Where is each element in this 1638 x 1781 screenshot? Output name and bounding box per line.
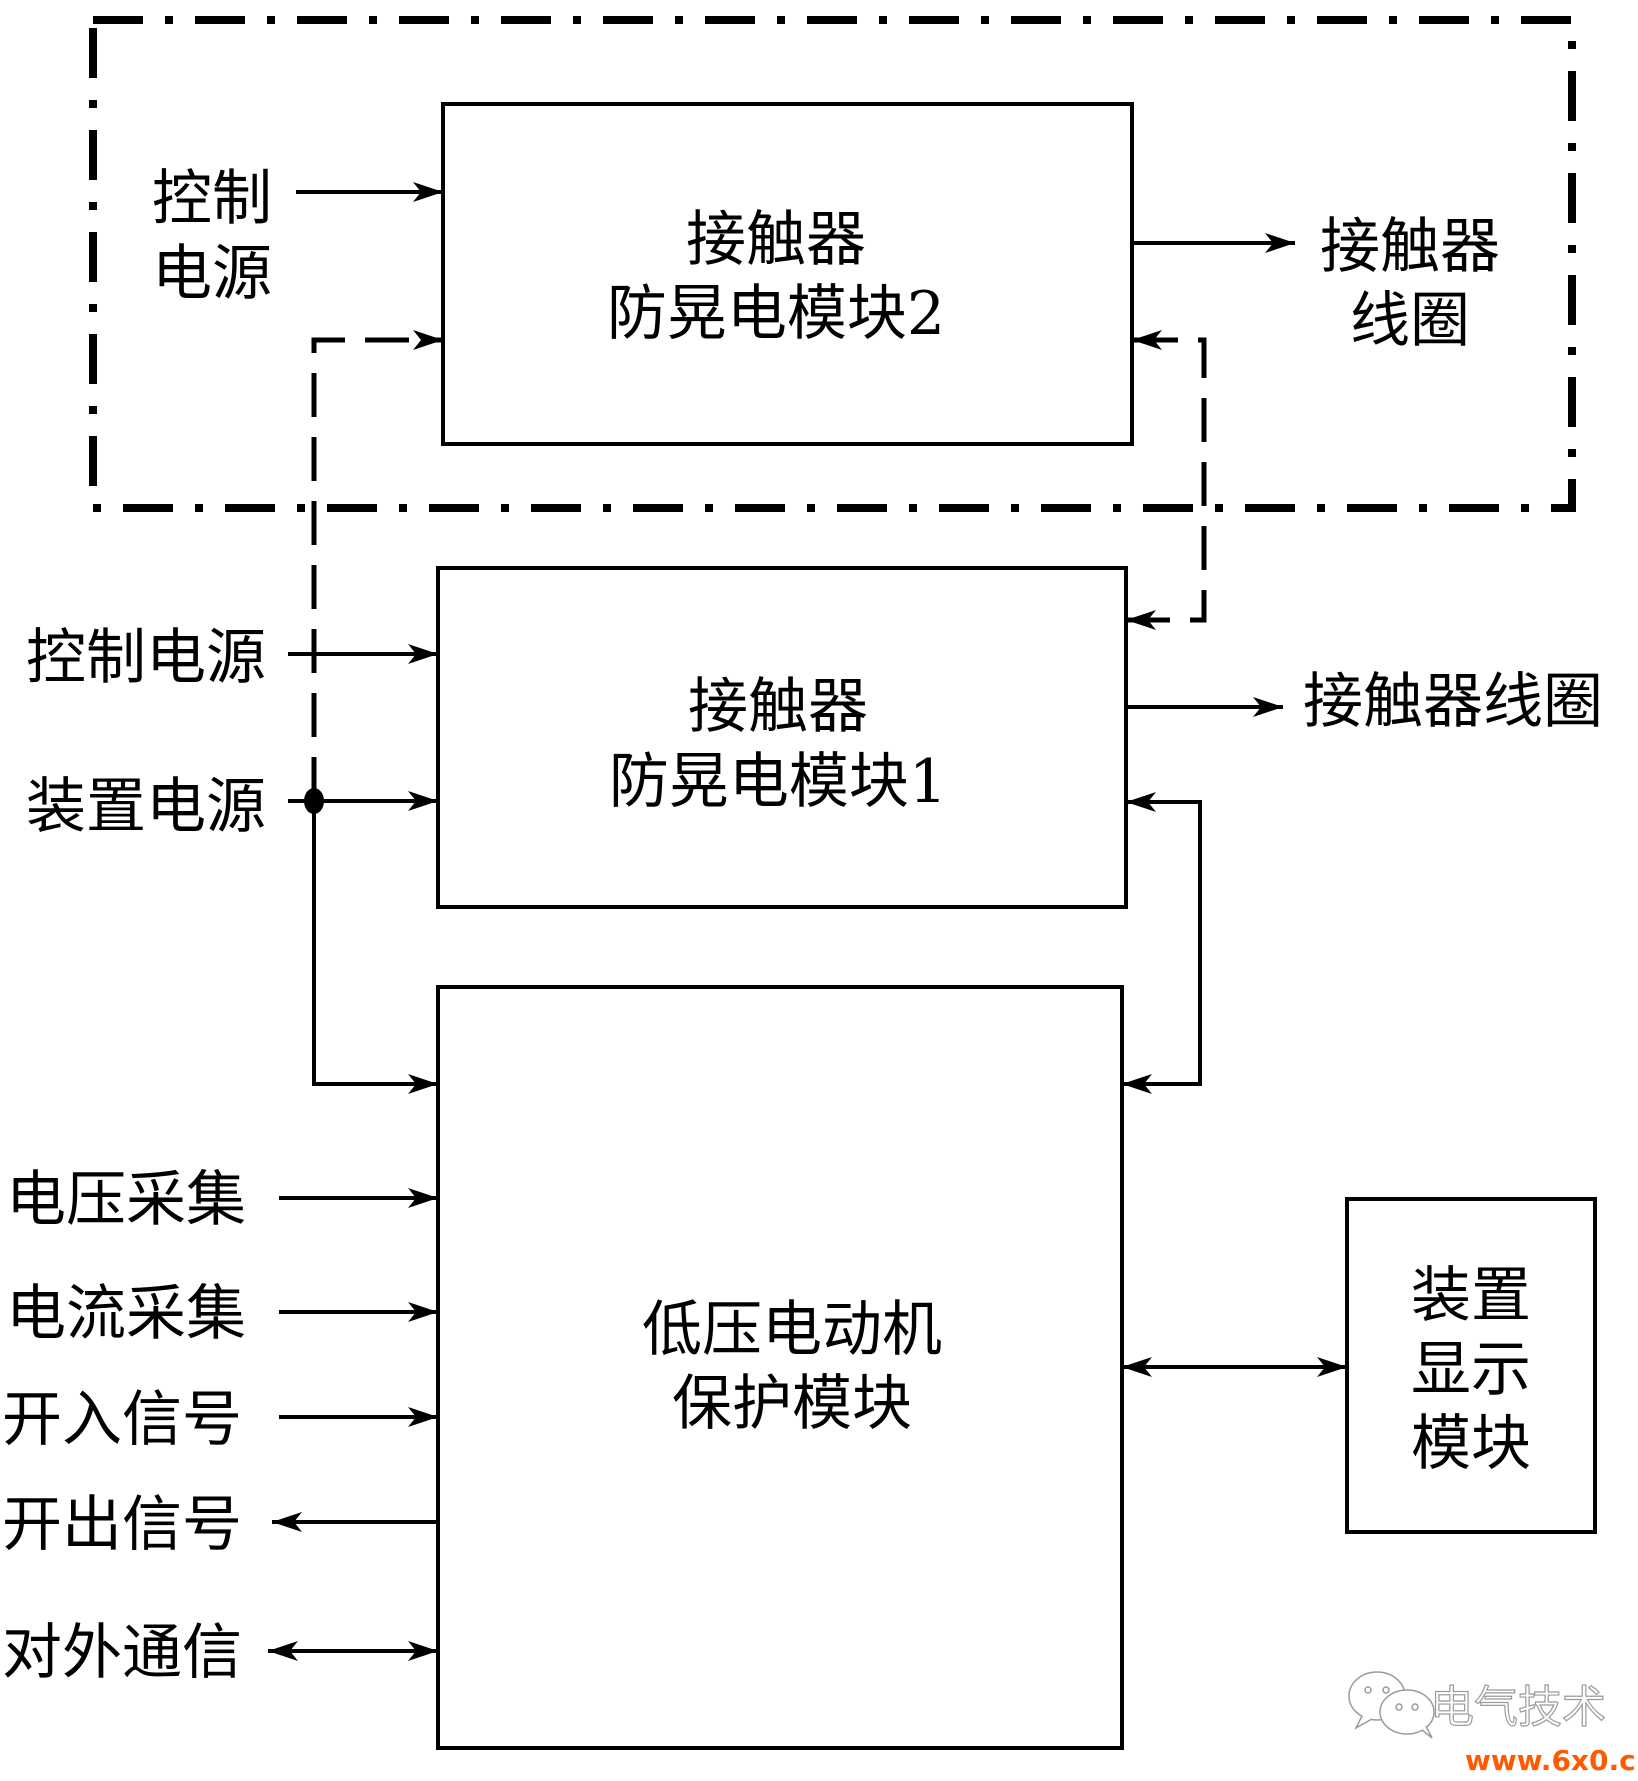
external-comm-label: 对外通信 <box>2 1618 242 1688</box>
wechat-icon <box>1348 1671 1435 1739</box>
coil-mid-label: 接触器线圈 <box>1303 667 1603 737</box>
display-label-line1: 装置 <box>1411 1261 1531 1331</box>
arrow-device-power-to-protection <box>312 801 438 1094</box>
module1-label-line2: 防晃电模块1 <box>609 747 947 817</box>
module2-box[interactable]: 接触器 防晃电模块2 <box>441 102 1134 446</box>
binary-input-label: 开入信号 <box>2 1385 242 1455</box>
watermark: 电气技术 www.6x0.cn <box>1348 1671 1638 1777</box>
dashed-device-power-to-module2 <box>311 330 443 801</box>
module2-label-line2: 防晃电模块2 <box>607 279 945 349</box>
module1-label-line1: 接触器 <box>688 672 868 742</box>
protection-label-line1: 低压电动机 <box>642 1295 942 1365</box>
module2-label-line1: 接触器 <box>686 205 866 275</box>
control-power-top-label-line2: 电源 <box>152 239 272 309</box>
binary-output-label: 开出信号 <box>2 1490 242 1560</box>
protection-label-line2: 保护模块 <box>672 1369 912 1439</box>
control-power-mid-label: 控制电源 <box>26 623 266 693</box>
module1-rect <box>436 566 1128 909</box>
coil-top-label-line2: 线圈 <box>1350 286 1470 356</box>
module1-box[interactable]: 接触器 防晃电模块1 <box>436 566 1128 909</box>
display-module-box[interactable]: 装置 显示 模块 <box>1345 1197 1597 1534</box>
device-power-label: 装置电源 <box>26 772 266 842</box>
display-label-line3: 模块 <box>1411 1409 1531 1479</box>
voltage-acq-label: 电压采集 <box>6 1165 246 1235</box>
protection-module-box[interactable]: 低压电动机 保护模块 <box>436 985 1124 1750</box>
control-power-top-label-line1: 控制 <box>152 164 272 234</box>
coil-top-label-line1: 接触器 <box>1320 212 1500 282</box>
arrow-protection-module1-link <box>1122 792 1202 1094</box>
module2-rect <box>441 102 1134 446</box>
current-acq-label: 电流采集 <box>6 1279 246 1349</box>
watermark-text: 电气技术 <box>1430 1682 1606 1733</box>
dashed-module1-to-module2 <box>1126 330 1207 630</box>
watermark-url[interactable]: www.6x0.cn <box>1465 1744 1638 1777</box>
module2-group-border <box>89 16 1576 512</box>
display-label-line2: 显示 <box>1411 1335 1531 1405</box>
protection-module-rect <box>436 985 1124 1750</box>
junction-dot <box>304 788 324 814</box>
